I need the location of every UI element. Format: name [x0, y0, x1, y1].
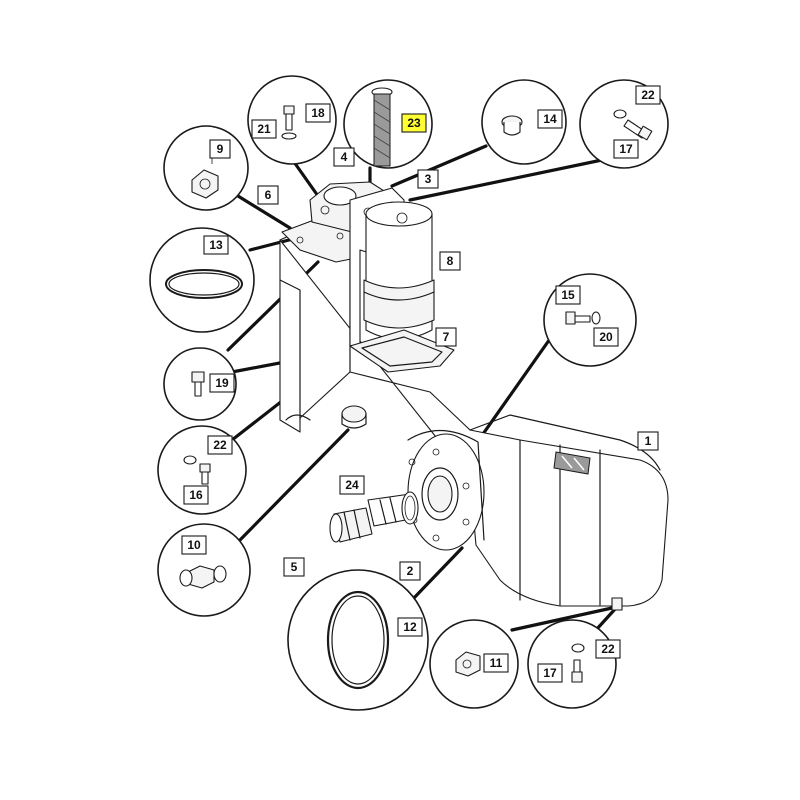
svg-text:18: 18 [311, 106, 325, 120]
label-7: 7 [435, 327, 457, 347]
label-23: 23 [401, 113, 427, 133]
label-1: 1 [637, 431, 659, 451]
label-6: 6 [257, 185, 279, 205]
svg-text:5: 5 [291, 560, 298, 574]
label-19: 19 [209, 373, 235, 393]
highlighted-label-box [401, 113, 427, 133]
label-3: 3 [417, 169, 439, 189]
svg-text:17: 17 [543, 666, 557, 680]
bolt-head-icon [637, 125, 653, 141]
part-labels: 1 2 3 4 5 6 7 8 9 10 11 12 13 14 15 16 1… [181, 85, 661, 683]
svg-text:6: 6 [265, 188, 272, 202]
socket-screw-icon [191, 371, 205, 383]
svg-text:8: 8 [447, 254, 454, 268]
svg-text:14: 14 [543, 112, 557, 126]
large-o-ring-icon [326, 590, 390, 690]
detail-bubble-12 [287, 569, 429, 711]
svg-text:12: 12 [403, 620, 417, 634]
label-20: 20 [593, 327, 619, 347]
main-assembly [279, 181, 669, 611]
detail-bubble-9 [163, 125, 249, 211]
label-17b: 17 [537, 663, 563, 683]
svg-text:9: 9 [217, 142, 224, 156]
svg-text:17: 17 [619, 142, 633, 156]
svg-text:3: 3 [425, 172, 432, 186]
label-5: 5 [283, 557, 305, 577]
detail-bubble-14 [481, 79, 567, 165]
bolt-head-icon [199, 463, 211, 473]
svg-text:20: 20 [599, 330, 613, 344]
svg-text:11: 11 [490, 656, 503, 670]
label-18: 18 [305, 103, 331, 123]
label-22b: 22 [207, 435, 233, 455]
label-10: 10 [181, 535, 207, 555]
svg-text:4: 4 [341, 150, 348, 164]
label-22a: 22 [635, 85, 661, 105]
filter-element-icon [373, 93, 391, 167]
label-13: 13 [203, 235, 229, 255]
label-17a: 17 [613, 139, 639, 159]
label-12: 12 [397, 617, 423, 637]
svg-text:21: 21 [257, 122, 271, 136]
detail-bubble-19 [163, 347, 237, 421]
label-4: 4 [333, 147, 355, 167]
label-14: 14 [537, 109, 563, 129]
svg-text:22: 22 [213, 438, 227, 452]
svg-text:24: 24 [345, 478, 359, 492]
label-16: 16 [183, 485, 209, 505]
svg-text:13: 13 [209, 238, 223, 252]
label-22c: 22 [595, 639, 621, 659]
drain-bolt [611, 597, 623, 611]
svg-text:22: 22 [601, 642, 615, 656]
svg-text:2: 2 [407, 564, 414, 578]
o-ring-2 [401, 491, 419, 525]
bolt-head-icon [571, 671, 583, 683]
label-24: 24 [339, 475, 365, 495]
washer-icon [613, 109, 627, 119]
svg-text:15: 15 [561, 288, 575, 302]
exploded-fittings [329, 491, 419, 543]
svg-text:23: 23 [407, 116, 421, 130]
svg-text:16: 16 [189, 488, 203, 502]
detail-bubble-11 [429, 619, 519, 709]
washer-icon [571, 643, 585, 653]
side-boss [341, 405, 367, 423]
svg-text:7: 7 [443, 330, 450, 344]
label-21: 21 [251, 119, 277, 139]
label-11: 11 [483, 653, 509, 673]
washer-icon [591, 311, 601, 325]
detail-bubble-13 [149, 227, 255, 333]
svg-text:10: 10 [187, 538, 201, 552]
o-ring-icon [165, 269, 243, 299]
svg-text:1: 1 [645, 434, 652, 448]
flange-nut-icon [191, 169, 219, 199]
washer-icon [281, 132, 297, 140]
base-gasket [349, 329, 455, 373]
detail-bubble-10 [157, 523, 251, 617]
flange-nut-icon [455, 651, 481, 677]
bolt-icon [573, 315, 591, 323]
detail-bubble-18-21 [247, 75, 337, 165]
svg-text:22: 22 [641, 88, 655, 102]
detail-bubble-23 [343, 79, 433, 169]
label-9: 9 [209, 139, 231, 159]
bolt-head-icon [283, 105, 295, 115]
detail-bubble-17-22-bottom [527, 619, 617, 709]
label-15: 15 [555, 285, 581, 305]
washer-icon [183, 455, 197, 465]
leader-lines [226, 144, 618, 632]
svg-text:19: 19 [215, 376, 229, 390]
label-8: 8 [439, 251, 461, 271]
label-2: 2 [399, 561, 421, 581]
